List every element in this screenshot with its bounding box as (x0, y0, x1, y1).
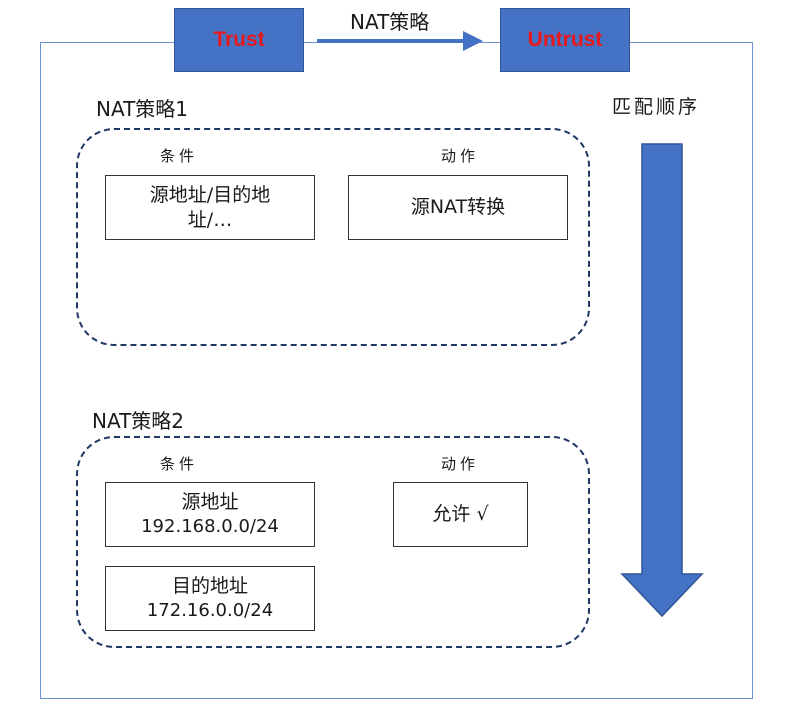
flow-label: NAT策略 (350, 10, 430, 34)
policy2-destination-address-label: 目的地址 (171, 575, 248, 598)
policy1-condition-box: 源地址/目的地 址/… (105, 175, 315, 240)
policy1-conditions-label: 条件 (160, 147, 199, 165)
policy2-action-label: 动作 (441, 455, 480, 473)
policy1-frame (76, 128, 590, 346)
trust-zone-label: Trust (213, 28, 265, 51)
policy2-destination-address-box: 目的地址 172.16.0.0/24 (105, 566, 315, 631)
policy1-action-value: 源NAT转换 (410, 196, 506, 219)
flow-arrow-icon (317, 31, 483, 51)
match-order-label: 匹配顺序 (612, 96, 701, 118)
policy1-title: NAT策略1 (96, 97, 189, 121)
policy1-condition-line1: 源地址/目的地 (149, 183, 271, 206)
policy1-action-box: 源NAT转换 (348, 175, 568, 240)
trust-zone: Trust (174, 8, 304, 72)
match-order-arrow-icon (620, 143, 704, 618)
policy2-frame (76, 436, 590, 648)
policy2-conditions-label: 条件 (160, 455, 199, 473)
policy2-title: NAT策略2 (92, 409, 185, 433)
policy2-source-address-box: 源地址 192.168.0.0/24 (105, 482, 315, 547)
policy2-source-address-value: 192.168.0.0/24 (141, 516, 279, 538)
policy2-action-box: 允许 √ (393, 482, 528, 547)
untrust-zone: Untrust (500, 8, 630, 72)
policy2-destination-address-value: 172.16.0.0/24 (146, 600, 274, 622)
policy2-action-value: 允许 √ (432, 503, 489, 526)
policy1-condition-line2: 址/… (187, 208, 233, 231)
policy1-action-label: 动作 (441, 147, 480, 165)
policy2-source-address-label: 源地址 (181, 491, 239, 514)
untrust-zone-label: Untrust (527, 28, 603, 51)
